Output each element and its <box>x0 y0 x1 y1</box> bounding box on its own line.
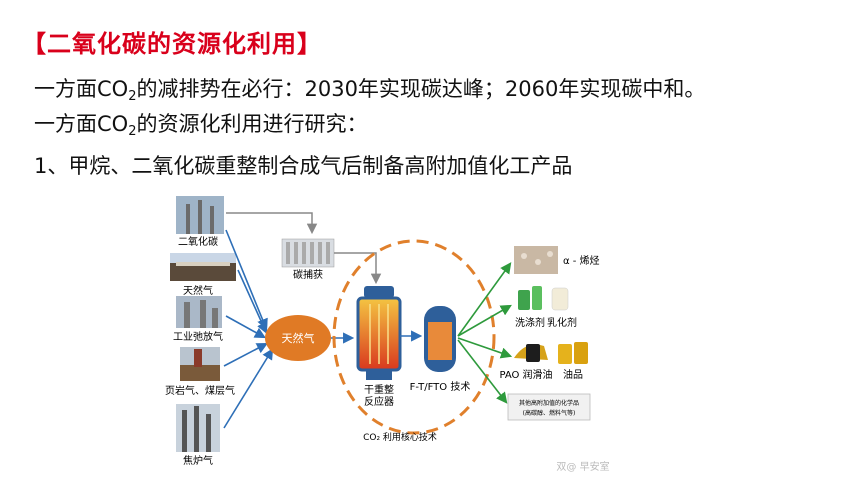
core-technology-boundary <box>332 239 496 435</box>
line1-pre: 一方面CO <box>34 77 129 101</box>
line2-sub: 2 <box>128 124 137 139</box>
arrow-to-alpha-olefin <box>457 262 512 337</box>
arrow-natural-gas-to-center <box>237 269 268 335</box>
arrow-to-other-chemicals <box>457 339 508 404</box>
carbon-capture: 碳捕获 <box>281 238 335 281</box>
source-industrial-gas: 工业弛放气 <box>173 296 223 343</box>
product-detergent: 洗涤剂 <box>515 286 545 329</box>
product-label-pao: PAO 润滑油 <box>499 368 552 381</box>
product-alpha-olefin: α - 烯烃 <box>514 246 600 274</box>
product-label-detergent: 洗涤剂 <box>515 316 545 329</box>
dry-reforming-reactor: 干重整 反应器 <box>356 286 402 408</box>
line1-post: 的减排势在必行：2030年实现碳达峰；2060年实现碳中和。 <box>136 77 706 101</box>
source-co2: 二氧化碳 <box>176 196 224 248</box>
line1-sub: 2 <box>128 89 137 104</box>
arrow-co2-to-center <box>225 229 268 331</box>
slide-title: 【二氧化碳的资源化利用】 <box>22 30 322 58</box>
source-label-co2: 二氧化碳 <box>178 235 218 248</box>
product-label-oil: 油品 <box>563 368 583 381</box>
source-natural-gas: 天然气 <box>170 253 236 297</box>
source-shale-gas: 页岩气、煤层气 <box>165 347 235 397</box>
center-natural-gas <box>265 315 331 361</box>
source-label-natural-gas: 天然气 <box>183 284 213 297</box>
arrow-shale-to-center <box>223 342 268 367</box>
text-line-emission: 一方面CO2的减排势在必行：2030年实现碳达峰；2060年实现碳中和。 <box>34 73 705 104</box>
line2-pre: 一方面CO <box>34 112 129 136</box>
arrow-co2-to-capture <box>226 212 318 235</box>
watermark: 双@ 早安室 <box>556 460 609 473</box>
arrow-coke-to-center <box>223 348 274 429</box>
product-oil: 油品 <box>558 342 588 381</box>
product-label-emulsifier: 乳化剂 <box>547 316 577 329</box>
product-pao-oil: PAO 润滑油 <box>499 344 553 381</box>
arrow-to-pao <box>457 337 513 359</box>
product-other-chemicals: 其他高附加值的化学品 (高碳醇、燃料气等) <box>507 393 591 421</box>
arrow-industrial-to-center <box>225 315 266 339</box>
other-chemicals-line2: (高碳醇、燃料气等) <box>523 409 576 417</box>
text-line-point-1: 1、甲烷、二氧化碳重整制合成气后制备高附加值化工产品 <box>34 154 573 178</box>
reactor-label-2: 反应器 <box>364 395 394 408</box>
source-label-coke-gas: 焦炉气 <box>183 454 213 467</box>
reactor-label-1: 干重整 <box>364 383 394 396</box>
source-label-shale-gas: 页岩气、煤层气 <box>165 384 235 397</box>
other-chemicals-line1: 其他高附加值的化学品 <box>519 399 579 407</box>
center-label: 天然气 <box>282 331 315 345</box>
line2-post: 的资源化利用进行研究： <box>136 112 368 136</box>
ft-fto-column: F-T/FTO 技术 <box>410 306 471 393</box>
capture-label: 碳捕获 <box>293 268 323 281</box>
source-label-industrial-gas: 工业弛放气 <box>173 330 223 343</box>
product-label-alpha-olefin: α - 烯烃 <box>563 254 600 267</box>
product-emulsifier: 乳化剂 <box>547 287 577 329</box>
arrow-to-detergent <box>457 304 512 337</box>
source-coke-gas: 焦炉气 <box>176 404 220 467</box>
text-line-resource: 一方面CO2的资源化利用进行研究： <box>34 108 367 139</box>
arrow-capture-to-reactor <box>334 252 382 285</box>
ft-label: F-T/FTO 技术 <box>410 380 471 393</box>
core-label: CO₂ 利用核心技术 <box>363 431 437 443</box>
